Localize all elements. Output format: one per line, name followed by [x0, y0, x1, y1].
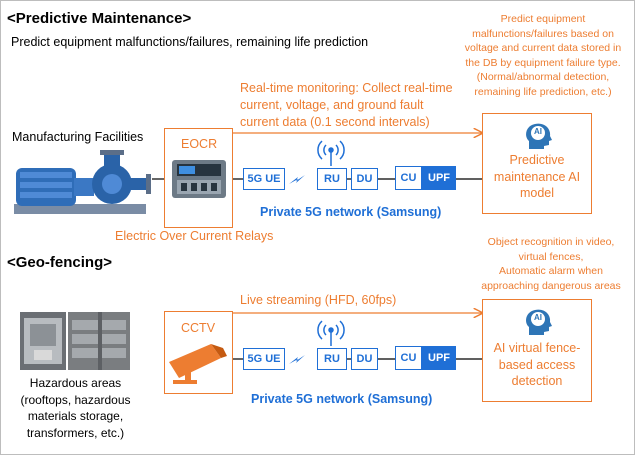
antenna-icon-2 [317, 320, 345, 346]
upf-box: UPF [422, 166, 456, 190]
geo-ai-description: Object recognition in video, virtual fen… [481, 236, 621, 292]
ai-head-icon-2: AI [523, 307, 553, 337]
ai-model-label: Predictive maintenance AI model [493, 153, 581, 200]
network-label-2: Private 5G network (Samsung) [251, 392, 433, 406]
cu-box-2: CU [395, 346, 422, 370]
geo-title: <Geo-fencing> [7, 254, 113, 271]
hazard-label: Hazardous areas (rooftops, hazardous mat… [20, 376, 131, 440]
cctv-label: CCTV [181, 321, 216, 335]
ai-fence-box [482, 299, 592, 402]
5g-ue-box-2: 5G UE [243, 348, 285, 370]
wireless-bolt-icon-2 [289, 355, 305, 364]
hazard-photo-2 [68, 312, 130, 370]
upf-box-2: UPF [422, 346, 456, 370]
streaming-note: Live streaming (HFD, 60fps) [240, 293, 397, 307]
ai-fence-label: AI virtual fence- based access detection [493, 341, 581, 388]
pm-monitoring-note: Real-time monitoring: Collect real-time … [240, 81, 453, 129]
antenna-icon [317, 140, 345, 166]
pm-title: <Predictive Maintenance> [7, 10, 192, 27]
eocr-caption: Electric Over Current Relays [115, 229, 274, 243]
cctv-camera-icon [167, 340, 229, 384]
pm-ai-description: Predict equipment malfunctions/failures … [464, 13, 622, 98]
ru-box-2: RU [317, 348, 347, 370]
du-box-2: DU [351, 348, 378, 370]
hazard-photo-1 [20, 312, 66, 370]
network-label: Private 5G network (Samsung) [260, 205, 442, 219]
5g-ue-box: 5G UE [243, 168, 285, 190]
ai-head-icon: AI [523, 121, 553, 151]
wireless-bolt-icon [289, 175, 305, 184]
facility-label: Manufacturing Facilities [12, 130, 144, 144]
pm-subtitle: Predict equipment malfunctions/failures,… [11, 35, 369, 49]
ru-box: RU [317, 168, 347, 190]
relay-device-icon [172, 160, 226, 198]
eocr-label: EOCR [181, 137, 218, 151]
cu-box: CU [395, 166, 422, 190]
pump-image [8, 150, 156, 220]
du-box: DU [351, 168, 378, 190]
